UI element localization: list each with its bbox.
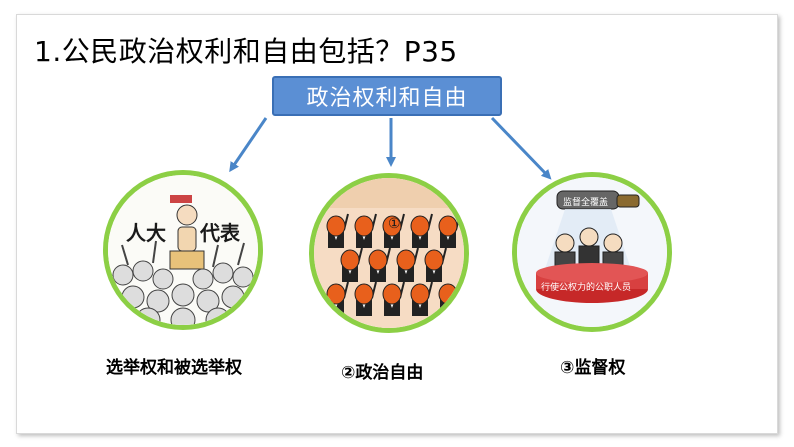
slide-frame — [16, 14, 778, 434]
art-scope-text: 监督全覆盖 — [563, 198, 609, 208]
central-concept-box: 政治权利和自由 — [272, 76, 502, 116]
central-concept-label: 政治权利和自由 — [306, 86, 468, 111]
page-title: 1.公民政治权利和自由包括？P35 — [34, 35, 458, 68]
election-illustration: 人大 代表 — [103, 170, 263, 330]
art-banner-text: 行使公权力的公职人员 — [541, 283, 632, 293]
arrow-left — [229, 117, 268, 173]
art-text-daibiao: 代表 — [200, 221, 240, 245]
art-text-renda: 人大 — [126, 221, 166, 245]
supervision-illustration: 监督全覆盖 行使公权力的公职人员 — [512, 172, 672, 332]
branch-label-political-freedom: ②政治自由 — [341, 363, 424, 383]
arrow-right — [490, 116, 552, 180]
art-badge: ① — [388, 216, 401, 232]
branch-label-election: 选举权和被选举权 — [106, 358, 242, 378]
branch-label-supervision: ③监督权 — [560, 358, 626, 378]
political-freedom-illustration: ① — [309, 173, 469, 333]
